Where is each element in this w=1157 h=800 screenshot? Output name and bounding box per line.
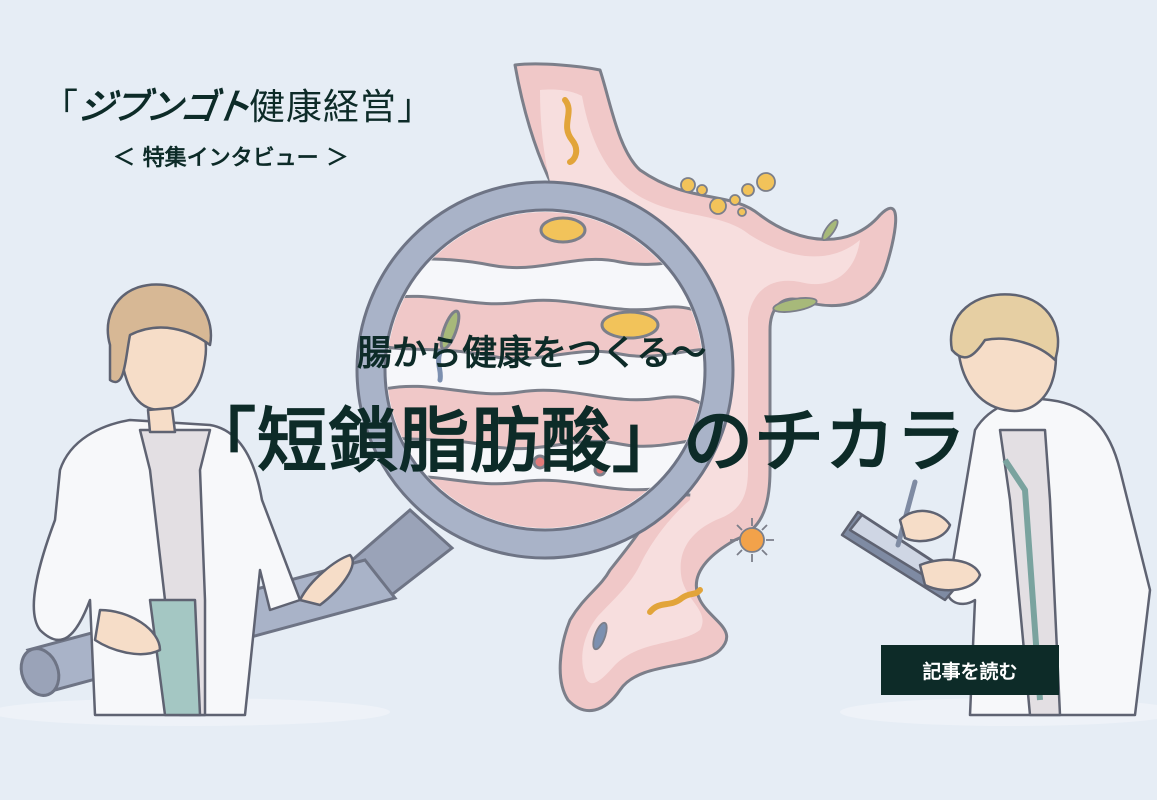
series-brand-logo: ジブンゴト bbox=[75, 87, 252, 128]
researcher-female bbox=[32, 283, 354, 717]
researcher-male bbox=[840, 293, 1152, 717]
series-subtitle: ＜ 特集インタビュー ＞ bbox=[113, 146, 349, 171]
catchphrase: 腸から健康をつくる〜 bbox=[357, 334, 707, 374]
read-article-button[interactable]: 記事を読む bbox=[881, 645, 1059, 695]
series-open-bracket: 「 bbox=[42, 87, 80, 128]
series-title: 「ジブンゴト健康経営」 bbox=[42, 78, 434, 130]
headline: 「短鎖脂肪酸」のチカラ bbox=[186, 400, 967, 482]
bacteria-icon bbox=[562, 97, 839, 651]
series-name: 健康経営 bbox=[249, 87, 398, 128]
series-close-bracket: 」 bbox=[397, 87, 435, 128]
